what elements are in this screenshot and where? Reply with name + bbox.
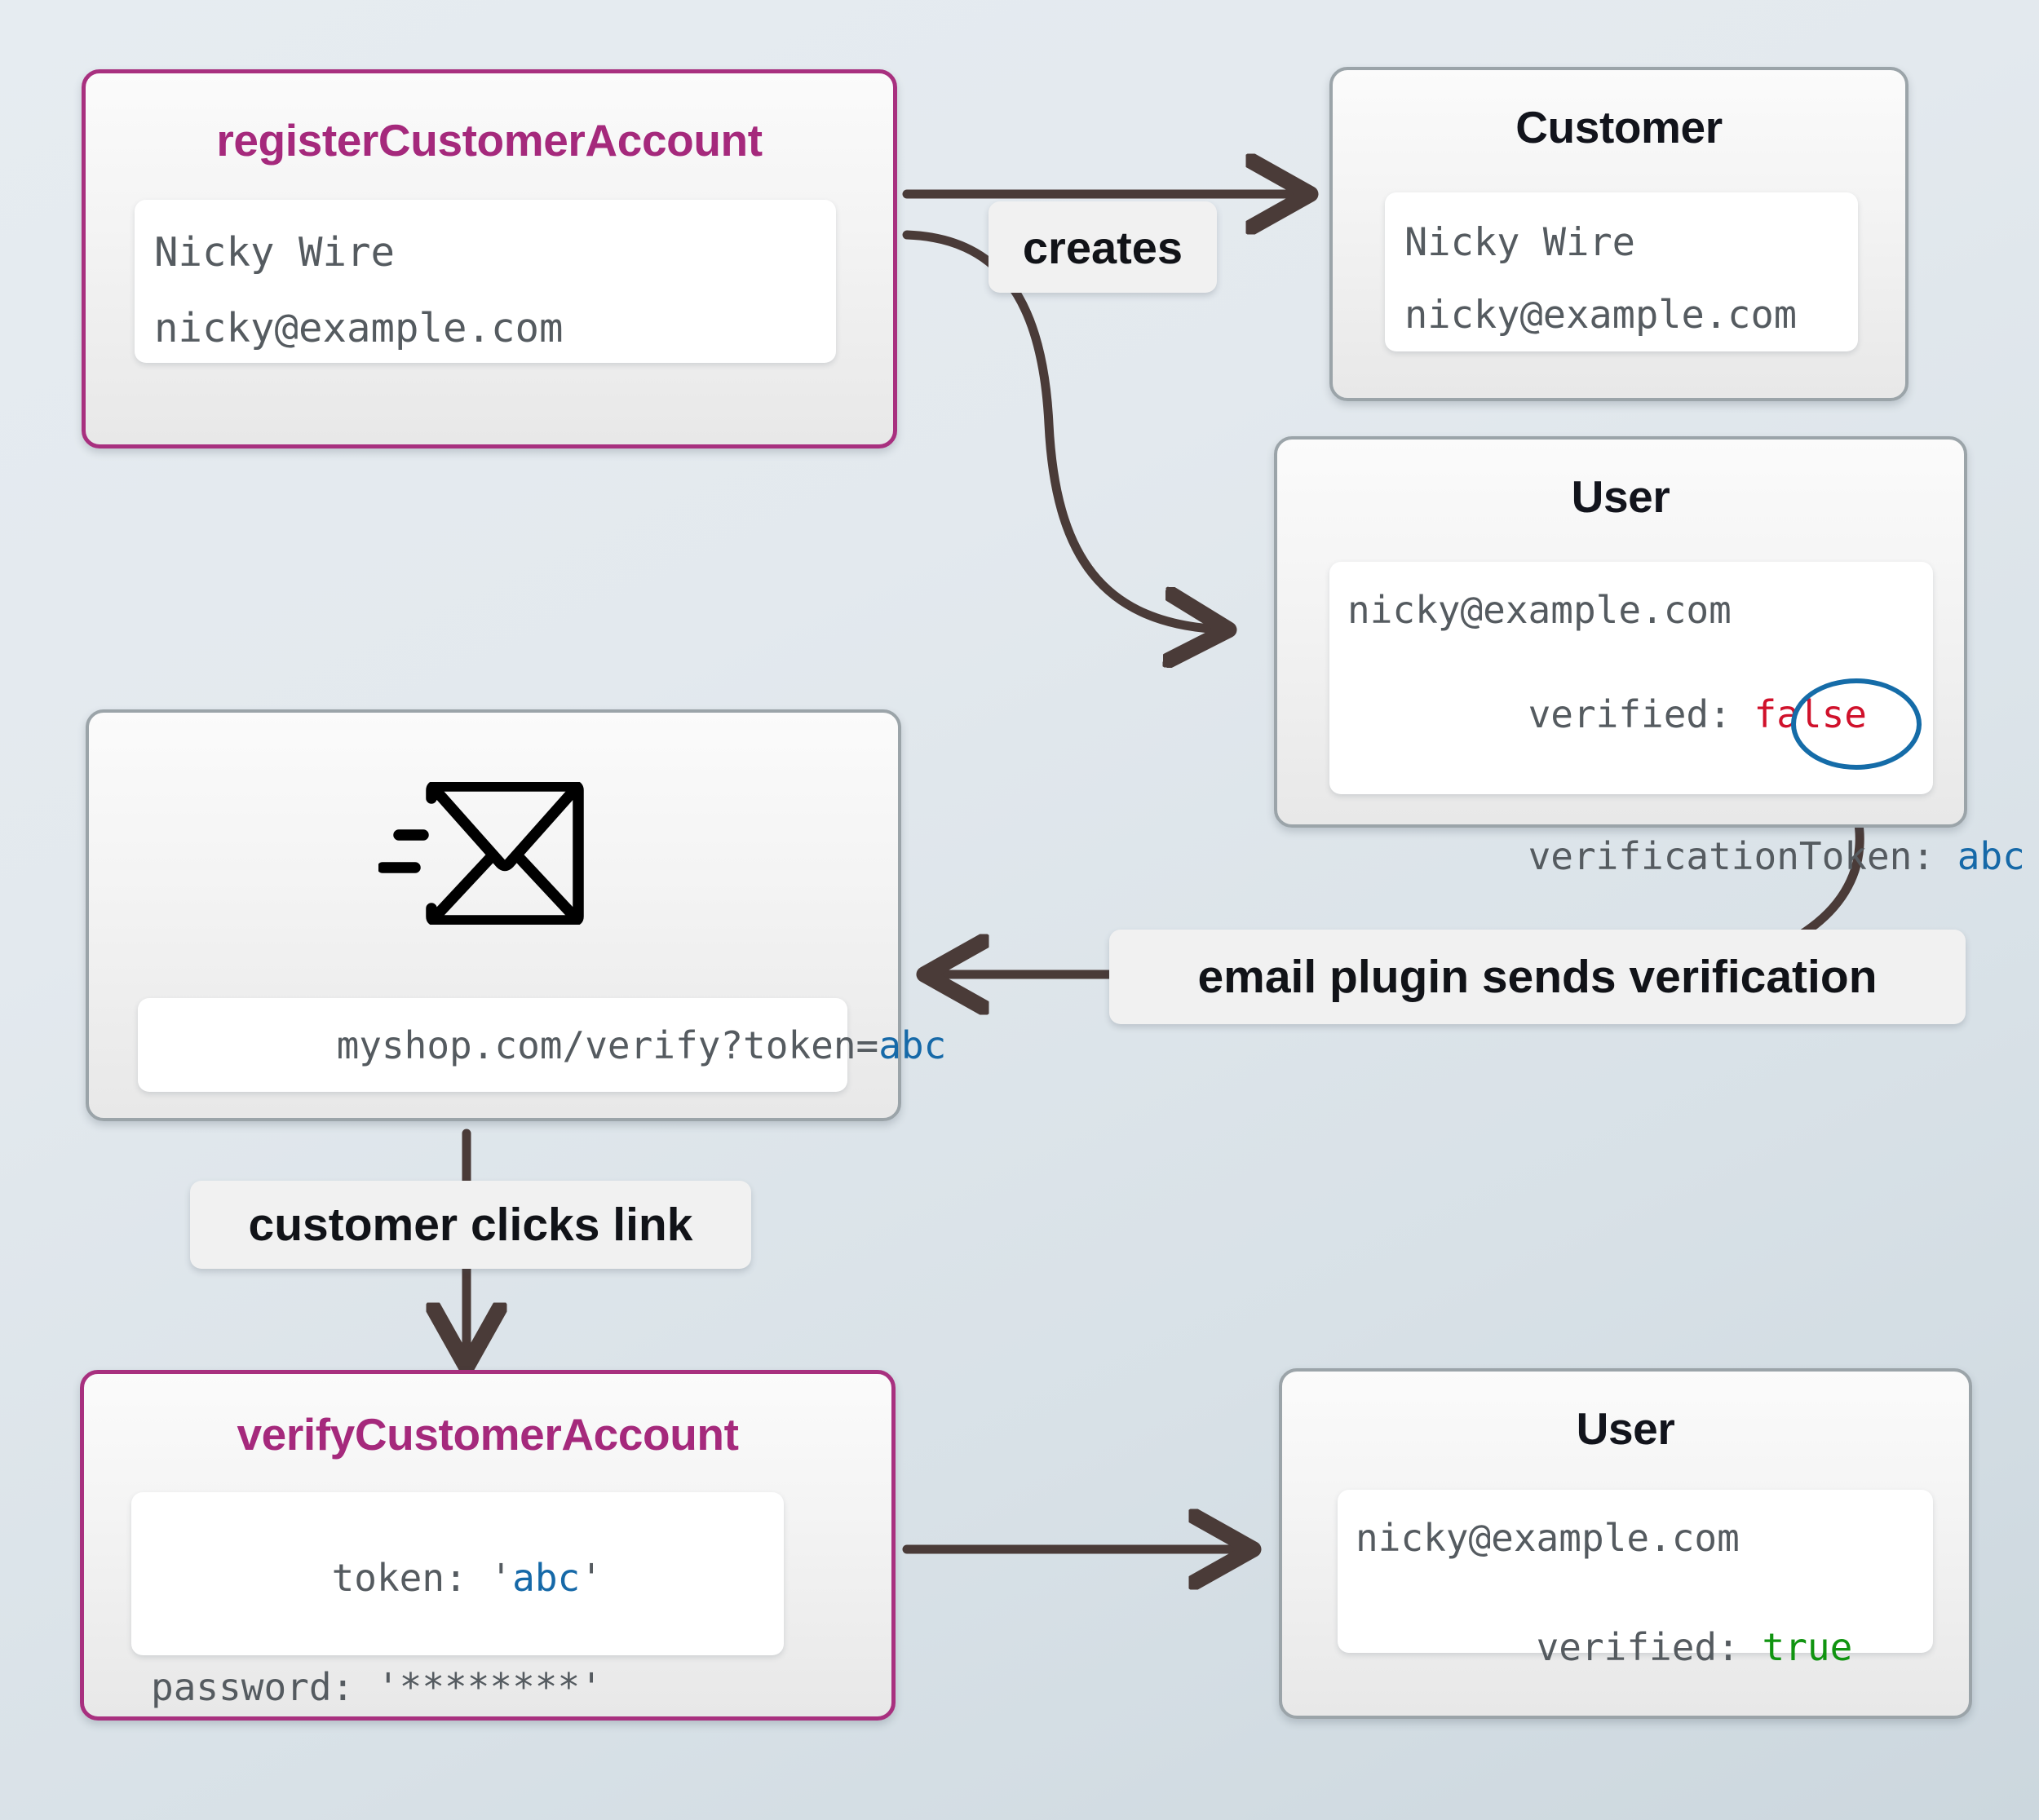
user-unverified-token-key: verificationToken: <box>1528 834 1957 878</box>
user-unverified-fields: nicky@example.com verified: false verifi… <box>1329 562 2025 875</box>
verify-token-value: abc <box>512 1556 581 1600</box>
customer-field-name: Nicky Wire <box>1404 220 1635 265</box>
user-verified-email: nicky@example.com <box>1356 1516 1740 1560</box>
edge-label-email-plugin-sends-verification: email plugin sends verification <box>1109 930 1966 1024</box>
user-verified-verified-value: true <box>1762 1625 1853 1669</box>
user-unverified-title: User <box>1571 471 1670 522</box>
verify-mutation-title: verifyCustomerAccount <box>237 1409 739 1460</box>
envelope-send-icon-glyph <box>377 780 584 926</box>
node-register-customer-account[interactable]: registerCustomerAccount Nicky Wire nicky… <box>82 69 897 448</box>
node-verify-customer-account[interactable]: verifyCustomerAccount token: 'abc' passw… <box>80 1370 896 1721</box>
email-message-link[interactable]: myshop.com/verify?token=abc <box>156 989 947 1102</box>
user-verified-verified-key: verified: <box>1536 1625 1763 1669</box>
user-verified-title: User <box>1576 1403 1675 1454</box>
node-user-unverified[interactable]: User nicky@example.com verified: false v… <box>1274 436 2025 875</box>
user-verified-fields: nicky@example.com verified: true <box>1338 1490 1933 1666</box>
node-email-message[interactable]: myshop.com/verify?token=abc <box>86 709 946 1121</box>
user-unverified-verified-row: verified: false <box>1347 658 1915 771</box>
verify-field-password: password: '********' <box>151 1665 603 1709</box>
user-unverified-verified-key: verified: <box>1528 692 1754 736</box>
node-user-verified[interactable]: User nicky@example.com verified: true <box>1279 1368 1972 1719</box>
register-mutation-title: registerCustomerAccount <box>216 115 763 166</box>
email-link-prefix: myshop.com/verify?token= <box>336 1023 879 1067</box>
verify-mutation-fields: token: 'abc' password: '********' <box>131 1492 784 1706</box>
edge-creates-user <box>902 230 1223 629</box>
edge-label-creates: creates <box>989 201 1217 293</box>
register-mutation-fields: Nicky Wire nicky@example.com <box>135 200 836 363</box>
verify-field-token-row: token: 'abc' <box>151 1522 764 1634</box>
customer-entity-title: Customer <box>1515 102 1723 152</box>
email-link-token: abc <box>878 1023 947 1067</box>
user-unverified-verified-value: false <box>1754 692 1867 736</box>
register-field-name: Nicky Wire <box>154 229 396 276</box>
register-field-email: nicky@example.com <box>154 305 564 351</box>
verify-token-open-quote: ' <box>489 1556 513 1600</box>
edge-label-customer-clicks-link: customer clicks link <box>190 1181 751 1269</box>
user-unverified-token-row: verificationToken: abc <box>1347 800 2025 912</box>
user-unverified-token-value: abc <box>1957 834 2025 878</box>
customer-field-email: nicky@example.com <box>1404 293 1798 338</box>
customer-entity-fields: Nicky Wire nicky@example.com <box>1385 192 1858 351</box>
email-message-link-panel[interactable]: myshop.com/verify?token=abc <box>138 998 946 1092</box>
node-customer-entity[interactable]: Customer Nicky Wire nicky@example.com <box>1329 67 1909 401</box>
user-verified-verified-row: verified: true <box>1356 1591 1915 1703</box>
verify-token-close-quote: ' <box>580 1556 603 1600</box>
verify-token-key: token: <box>331 1556 490 1600</box>
user-unverified-email: nicky@example.com <box>1347 588 1732 632</box>
envelope-send-icon <box>377 780 590 929</box>
